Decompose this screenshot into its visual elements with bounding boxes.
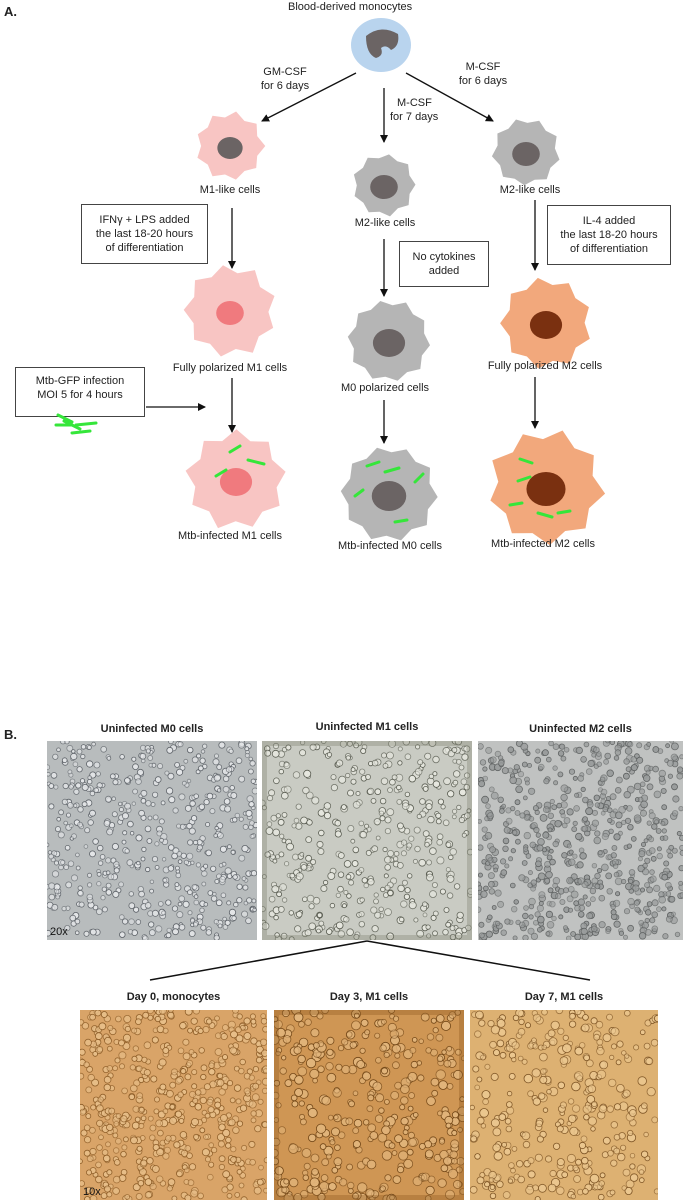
source-label: Blood-derived monocytes [288,1,413,13]
mic-d7-texture [470,1010,658,1200]
m1-like-label: M1-like cells [199,184,261,196]
m0-infected-label: Mtb-infected M0 cells [338,540,442,552]
m2-stim-line3: of differentiation [569,243,649,255]
m1-stim-line3: of differentiation [105,242,184,254]
route-left-line1: GM-CSF [263,66,307,78]
m2-like-right-cell-icon [491,119,560,186]
m1-stim-line1: IFNγ + LPS added [99,214,190,226]
m2-like-mid-label: M2-like cells [354,217,416,229]
micro-title-m2: Uninfected M2 cells [529,723,632,735]
m2-infected-label: Mtb-infected M2 cells [491,538,595,550]
m1-infected-cell-icon [185,429,286,529]
m2-stimulation-box: IL-4 added the last 18-20 hours of diffe… [547,205,671,265]
arrow-to-m1-like [261,72,357,122]
m1-infected-label: Mtb-infected M1 cells [178,530,282,542]
route-middle-line1: M-CSF [397,97,432,109]
no-cyto-line2: added [428,265,460,277]
mtb-gfp-bacteria-icon [54,413,98,435]
panel-a-diagram [146,18,606,546]
mic-d0-texture [80,1010,267,1200]
micrograph-day7-m1 [470,1010,658,1200]
m1-polarized-label: Fully polarized M1 cells [172,362,288,374]
m2-polarized-label: Fully polarized M2 cells [487,360,603,372]
micrograph-uninfected-m2 [478,741,683,940]
m1-stim-line2: the last 18-20 hours [95,228,194,240]
m1-stimulation-box: IFNγ + LPS added the last 18-20 hours of… [81,204,208,264]
no-cyto-line1: No cytokines [412,251,476,263]
m0-infected-cell-icon [340,447,438,541]
micro-title-day7: Day 7, M1 cells [524,991,604,1003]
micrograph-day0-monocytes: 10x [80,1010,267,1200]
mic-d3-texture [274,1010,464,1200]
mic-m0-texture [47,741,257,940]
arrow-to-m2-like-right [405,72,494,122]
mic-m1-texture [262,741,472,940]
monocyte-cell-icon [351,18,411,72]
magnification-label-top: 20x [50,926,68,938]
magnification-label-bottom: 10x [83,1186,101,1198]
infection-box: Mtb-GFP infection MOI 5 for 4 hours [15,367,145,417]
route-right-line2: for 6 days [458,75,508,87]
micro-title-day0: Day 0, monocytes [126,991,221,1003]
m1-like-cell-icon [197,111,266,180]
connector-line-right [366,940,591,981]
route-right-line1: M-CSF [465,61,501,73]
route-left-line2: for 6 days [260,80,310,92]
infection-line1: Mtb-GFP infection [35,375,125,387]
connector-line-left [149,940,368,981]
micrograph-uninfected-m1 [262,741,472,940]
micro-title-m0: Uninfected M0 cells [100,723,204,735]
m0-polarized-cell-icon [347,301,430,381]
m2-stim-line2: the last 18-20 hours [560,229,658,241]
panel-b-label: B. [4,727,17,742]
panel-a-label: A. [4,4,17,19]
m2-infected-cell-icon [490,430,606,546]
m1-polarized-cell-icon [183,265,275,357]
micrograph-uninfected-m0: 20x [47,741,257,940]
no-cytokines-box: No cytokines added [399,241,489,287]
infection-line2: MOI 5 for 4 hours [37,389,123,401]
m2-like-mid-cell-icon [353,154,416,217]
m2-stim-line1: IL-4 added [582,215,636,227]
m2-polarized-cell-icon [500,277,590,369]
micro-title-m1: Uninfected M1 cells [315,721,419,733]
m2-like-right-label: M2-like cells [499,184,561,196]
mic-m2-texture [478,741,683,940]
m0-polarized-label: M0 polarized cells [340,382,430,394]
micrograph-day3-m1 [274,1010,464,1200]
micro-title-day3: Day 3, M1 cells [329,991,409,1003]
route-middle-line2: for 7 days [390,111,439,123]
